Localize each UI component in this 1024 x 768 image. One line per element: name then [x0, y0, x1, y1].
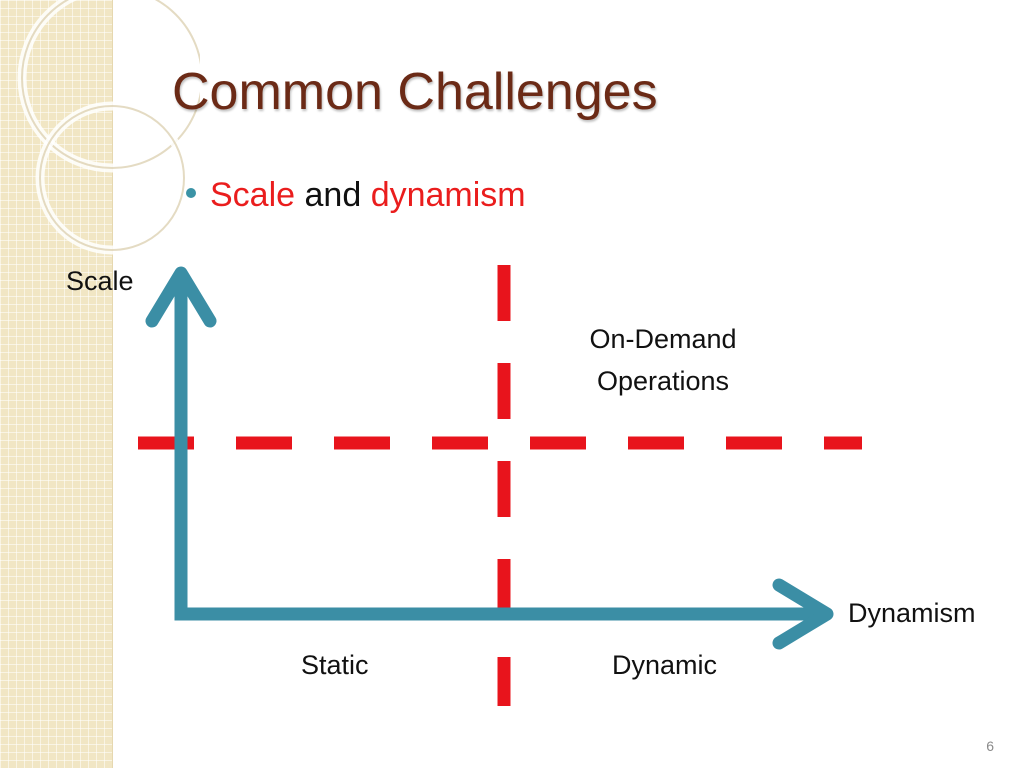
x-axis-label: Dynamism [848, 598, 976, 628]
y-axis-label: Scale [66, 266, 134, 296]
bullet-item: Scale and dynamism [186, 176, 526, 215]
bullet-dynamism-text: dynamism [370, 176, 526, 214]
x-axis-arrowhead [772, 578, 834, 650]
dynamic-label: Dynamic [612, 650, 718, 680]
y-axis-arrowhead [145, 266, 217, 328]
bullet-dot-icon [186, 188, 196, 199]
slide-title: Common Challenges [172, 63, 658, 121]
axes-lines [174, 273, 827, 621]
bullet-and-text: and [304, 176, 362, 214]
page-number: 6 [986, 738, 994, 754]
decorative-rings [17, 0, 200, 255]
quadrant-label-line-2: Operations [596, 366, 730, 396]
quadrant-label-line-1: On-Demand [589, 324, 737, 354]
bullet-scale-text: Scale [210, 176, 296, 214]
static-label: Static [301, 650, 369, 680]
quadrant-label-on-demand: On-Demand Operations [575, 318, 751, 402]
